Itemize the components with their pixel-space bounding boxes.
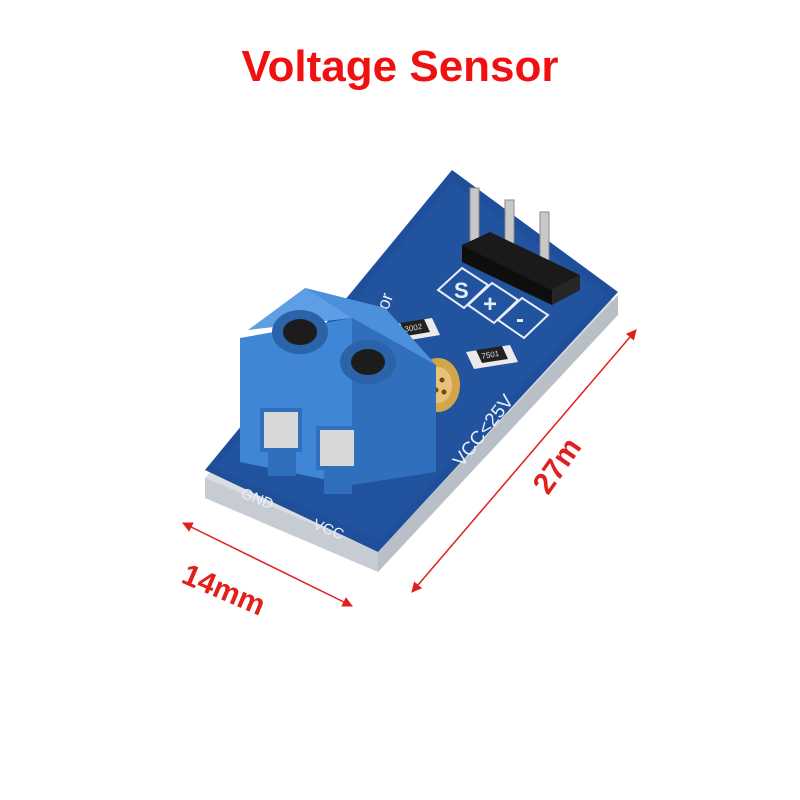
dimension-line-length (411, 329, 637, 593)
dimension-line-width (182, 522, 353, 607)
pin-label-minus: - (516, 306, 524, 333)
dimension-length-label: 27m (527, 432, 588, 500)
pin-label-plus: + (483, 291, 497, 318)
screw-terminal (240, 288, 436, 494)
dimension-width-label: 14mm (177, 558, 270, 622)
pin-header (462, 187, 580, 305)
page-title: Voltage Sensor (241, 42, 559, 91)
pin-label-s: S (454, 278, 469, 303)
